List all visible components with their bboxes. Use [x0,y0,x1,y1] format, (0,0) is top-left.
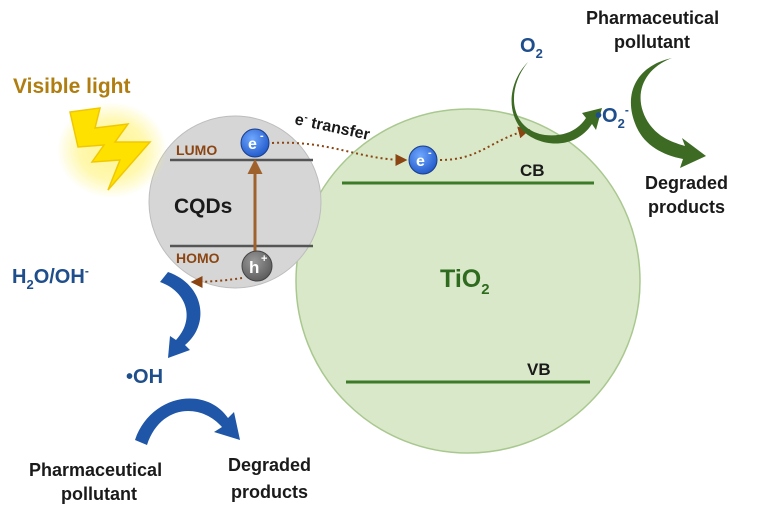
svg-text:+: + [261,253,267,265]
cqd-hole: h + [241,250,273,282]
visible-light-label: Visible light [13,75,130,98]
homo-label: HOMO [176,250,220,266]
tio2-label: TiO2 [440,265,490,298]
pollutant-degradation-arrow-top [630,58,706,168]
svg-text:-: - [428,147,432,159]
svg-text:h: h [249,258,259,277]
light-bolt-icon [57,102,167,198]
tio2-electron: e - [408,145,438,175]
pollutant-degradation-arrow-bottom [135,398,240,445]
pollutant-top-line2: pollutant [614,32,690,52]
products-top-line2: products [648,197,725,217]
lumo-label: LUMO [176,142,217,158]
pollutant-bottom-line1: Pharmaceutical [29,460,162,480]
cqd-electron: e - [240,128,270,158]
water-label: H2O/OH- [12,264,89,292]
o2-label: O2 [520,35,543,61]
o2-to-radical-arrow [511,62,602,144]
transfer-label: e- transfer [293,110,371,143]
transfer-path [271,141,408,166]
pollutant-bottom-line2: pollutant [61,484,137,504]
vb-label: VB [527,360,551,379]
hydroxyl-label: •OH [126,366,163,388]
products-bottom-line2: products [231,482,308,502]
cb-label: CB [520,161,545,180]
tio2-particle [295,108,641,454]
pollutant-top-line1: Pharmaceutical [586,8,719,28]
cqds-label: CQDs [174,195,232,218]
products-bottom-line1: Degraded [228,455,311,475]
water-to-radical-arrow [160,272,201,358]
svg-text:e: e [416,153,425,170]
svg-text:e: e [248,136,257,153]
tio2-electron-path [439,126,531,161]
products-top-line1: Degraded [645,173,728,193]
svg-text:-: - [260,130,264,142]
superoxide-label: •O2- [595,103,629,131]
